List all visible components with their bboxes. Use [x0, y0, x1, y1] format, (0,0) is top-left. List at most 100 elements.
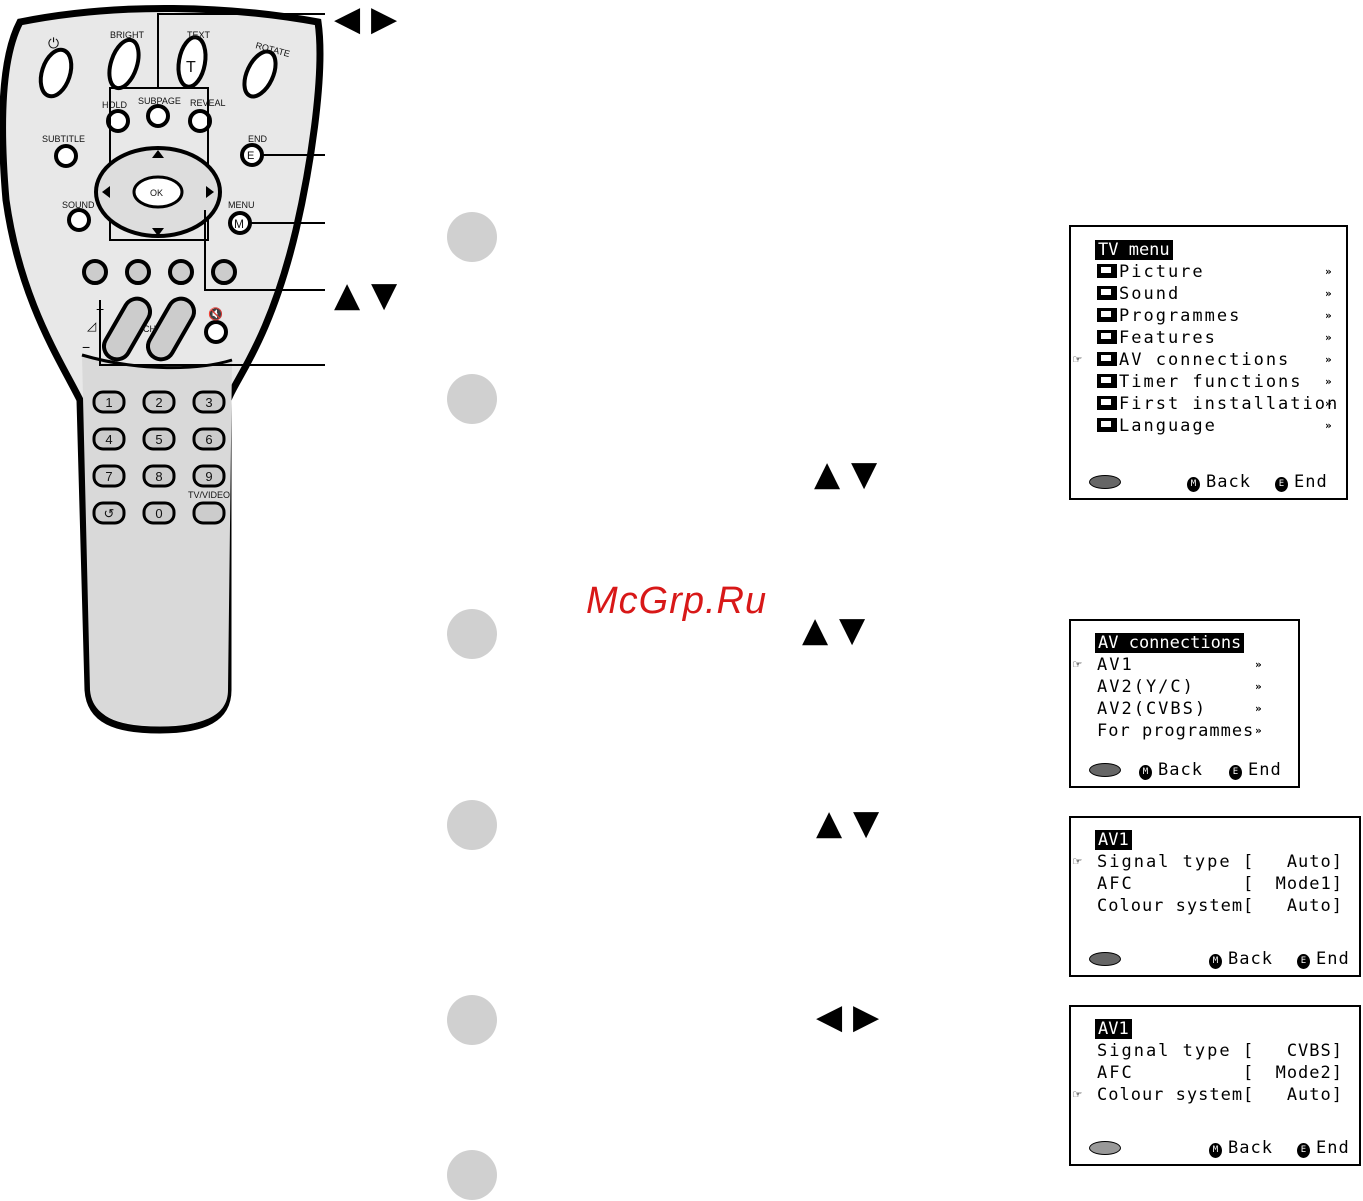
num-button-1[interactable] [92, 390, 126, 414]
menu-item-first-installation[interactable]: First installation [1097, 394, 1339, 414]
programmes-icon [1097, 308, 1117, 322]
nav-up-arrow-icon[interactable] [152, 150, 164, 158]
subtitle-label: SUBTITLE [42, 134, 85, 144]
installation-icon [1097, 396, 1117, 410]
menu-item-av1[interactable]: AV1 [1097, 655, 1134, 675]
end-key-icon: E [1275, 477, 1288, 492]
num-button-5[interactable] [142, 427, 176, 451]
menu-item-programmes[interactable]: Programmes [1097, 306, 1241, 326]
menu-item-sound[interactable]: Sound [1097, 284, 1180, 304]
nav-left-arrow-icon[interactable] [102, 186, 110, 198]
nav-pad-icon [1089, 475, 1121, 489]
menu-item-av2-cvbs[interactable]: AV2(CVBS) [1097, 699, 1208, 719]
menu-item-av2-yc[interactable]: AV2(Y/C) [1097, 677, 1195, 697]
mute-button[interactable] [204, 320, 228, 344]
step-circle-1 [447, 212, 497, 262]
text-button[interactable] [175, 35, 209, 89]
footer-end: E End [1229, 760, 1282, 780]
red-button[interactable] [82, 259, 108, 285]
setting-label-afc: AFC [1097, 1063, 1134, 1083]
text-label: TEXT [187, 30, 211, 40]
step-circle-3 [447, 609, 497, 659]
pointer-hand-icon: ☞ [1073, 352, 1082, 368]
step4-up-down-arrows: ▲ ▼ [816, 803, 880, 843]
menu-item-label: Sound [1119, 284, 1181, 304]
chevron-right-icon: » [1325, 375, 1332, 388]
nav-right-arrow-icon[interactable] [206, 186, 214, 198]
ok-label: OK [150, 188, 163, 198]
end-label: End [1294, 472, 1328, 492]
end-key-icon: E [1229, 765, 1242, 780]
num-button-6[interactable] [192, 427, 226, 451]
subpage-label: SUBPAGE [138, 96, 181, 106]
num-button-7[interactable] [92, 464, 126, 488]
back-label: Back [1228, 949, 1273, 969]
setting-label-signal-type: Signal type [1097, 1041, 1232, 1061]
av-connections-icon [1097, 352, 1117, 366]
subpage-button[interactable] [146, 104, 170, 128]
nav-down-arrow-icon[interactable] [152, 228, 164, 236]
menu-label: MENU [228, 200, 255, 210]
menu-item-label: Features [1119, 328, 1217, 348]
yellow-button[interactable] [168, 259, 194, 285]
flashback-icon: ↺ [104, 506, 115, 521]
rotate-button[interactable] [238, 47, 282, 101]
setting-bracket: [ [1243, 874, 1255, 894]
setting-value-signal-type[interactable]: CVBS] [1286, 1041, 1343, 1061]
hold-button[interactable] [106, 109, 130, 133]
menu-item-for-programmes[interactable]: For programmes [1097, 721, 1255, 741]
num-button-8[interactable] [142, 464, 176, 488]
num-label: 9 [205, 469, 212, 484]
features-icon [1097, 330, 1117, 344]
nav-pad-icon [1089, 763, 1121, 777]
chevron-right-icon: » [1255, 680, 1262, 693]
num-label: 6 [205, 432, 212, 447]
menu-item-timer-functions[interactable]: Timer functions [1097, 372, 1303, 392]
menu-item-label: Programmes [1119, 306, 1242, 326]
setting-label-signal-type: Signal type [1097, 852, 1232, 872]
end-label: End [1316, 949, 1350, 969]
setting-value-afc[interactable]: Mode1] [1275, 874, 1343, 894]
setting-value-colour-system[interactable]: Auto] [1286, 896, 1343, 916]
setting-value-colour-system[interactable]: Auto] [1286, 1085, 1343, 1105]
num-button-0[interactable] [142, 501, 176, 525]
num-button-9[interactable] [192, 464, 226, 488]
nav-pad-icon [1089, 952, 1121, 966]
callout-left-right-arrows: ◀ ▶ [334, 0, 398, 39]
back-label: Back [1228, 1138, 1273, 1158]
osd-title: AV1 [1095, 830, 1132, 850]
setting-bracket: [ [1243, 1063, 1255, 1083]
flashback-button[interactable] [92, 501, 126, 525]
chevron-right-icon: » [1325, 287, 1332, 300]
menu-item-picture[interactable]: Picture [1097, 262, 1205, 282]
end-label: End [1248, 760, 1282, 780]
channel-rocker[interactable] [143, 294, 199, 364]
green-button[interactable] [125, 259, 151, 285]
volume-rocker[interactable] [99, 294, 155, 364]
setting-value-afc[interactable]: Mode2] [1275, 1063, 1343, 1083]
volume-minus-icon: − [82, 339, 90, 355]
blue-button[interactable] [211, 259, 237, 285]
subtitle-button[interactable] [54, 144, 78, 168]
menu-item-av-connections[interactable]: AV connections [1097, 350, 1290, 370]
pointer-hand-icon: ☞ [1073, 1087, 1082, 1103]
num-button-4[interactable] [92, 427, 126, 451]
reveal-button[interactable] [188, 109, 212, 133]
sound-button[interactable] [67, 208, 91, 232]
tv-video-button[interactable] [192, 501, 226, 525]
menu-item-features[interactable]: Features [1097, 328, 1217, 348]
menu-key-icon: M [1139, 765, 1152, 780]
setting-value-signal-type[interactable]: Auto] [1286, 852, 1343, 872]
chevron-right-icon: » [1255, 658, 1262, 671]
ok-button[interactable] [132, 175, 184, 209]
num-label: 2 [155, 395, 162, 410]
setting-bracket: [ [1243, 852, 1255, 872]
num-button-2[interactable] [142, 390, 176, 414]
menu-item-language[interactable]: Language [1097, 416, 1217, 436]
picture-icon [1097, 264, 1117, 278]
step-circle-5 [447, 995, 497, 1045]
ch-label: CH [143, 324, 156, 334]
num-button-3[interactable] [192, 390, 226, 414]
power-button[interactable] [35, 46, 76, 100]
end-label: END [248, 134, 268, 144]
